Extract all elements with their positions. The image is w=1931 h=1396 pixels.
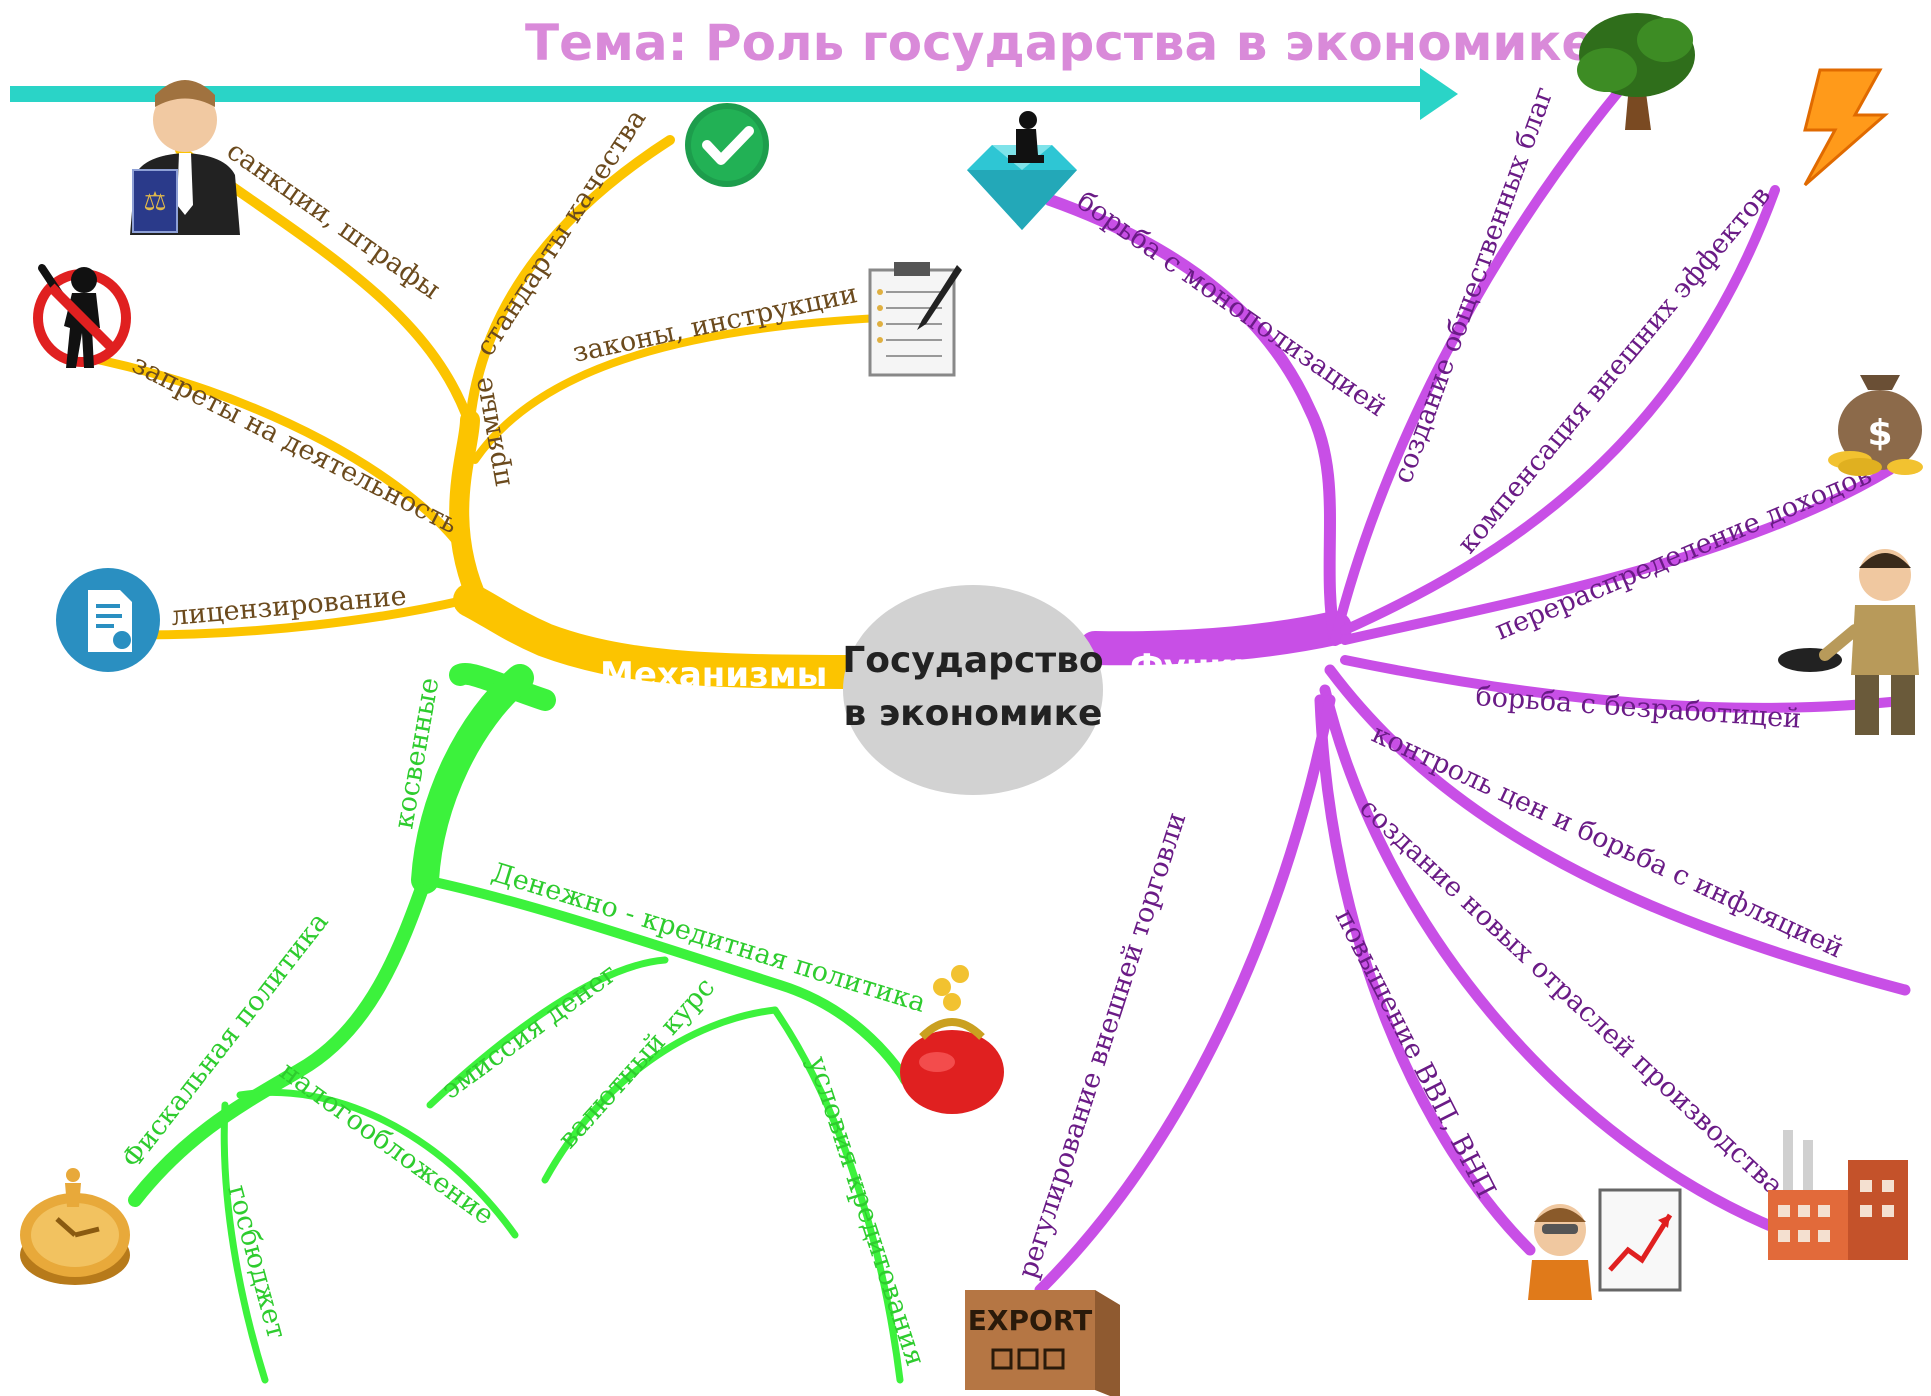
purse-icon bbox=[900, 965, 1004, 1114]
label-income-redistribution: перераспределение доходов bbox=[1491, 459, 1877, 646]
factory-icon bbox=[1768, 1130, 1908, 1260]
branch-functions bbox=[1034, 85, 1915, 1296]
label-public-goods: создание общественных благ bbox=[1387, 83, 1559, 487]
diamond-icon bbox=[967, 111, 1077, 230]
label-quality-standards: стандарты качества bbox=[470, 104, 652, 362]
mechanisms-label: Механизмы bbox=[600, 655, 827, 695]
label-price-control: контроль цен и борьба с инфляцией bbox=[1367, 718, 1848, 964]
tree-icon bbox=[1577, 13, 1695, 130]
label-budget: госбюджет bbox=[221, 1182, 292, 1342]
ban-icon bbox=[33, 264, 131, 368]
center-line-2: в экономике bbox=[844, 693, 1103, 734]
export-text: EXPORT bbox=[968, 1304, 1092, 1337]
label-foreign-trade: регулирование внешней торговли bbox=[1012, 809, 1192, 1283]
center-node: Государство в экономике bbox=[842, 585, 1104, 795]
label-bans: запреты на деятельность bbox=[127, 349, 463, 541]
label-new-industries: создание новых отраслей производства bbox=[1353, 792, 1789, 1202]
money-bag-icon: $ bbox=[1828, 375, 1923, 476]
branch-indirect-mechanisms bbox=[128, 663, 910, 1384]
clipboard-icon bbox=[868, 262, 962, 377]
judge-icon: ⚖ bbox=[130, 80, 240, 235]
lightning-icon bbox=[1803, 68, 1889, 187]
timeline-arrow bbox=[10, 68, 1458, 120]
label-sanctions: санкции, штрафы bbox=[221, 135, 446, 305]
checkmark-icon bbox=[685, 103, 769, 187]
beggar-icon bbox=[1778, 549, 1919, 735]
label-money-emission: эмиссия денег bbox=[436, 958, 623, 1106]
growth-chart-icon bbox=[1528, 1188, 1682, 1300]
dollar-sign: $ bbox=[1867, 413, 1892, 454]
license-document-icon bbox=[56, 568, 160, 672]
gold-clock-icon bbox=[20, 1168, 130, 1285]
label-gdp-growth: повышение ВВП, ВНП bbox=[1329, 904, 1502, 1203]
functions-label: Функции bbox=[1130, 647, 1305, 687]
export-box-icon: EXPORT bbox=[965, 1290, 1120, 1396]
label-credit-terms: условия кредитования bbox=[801, 1053, 930, 1370]
label-unemployment: борьба с безработицей bbox=[1475, 681, 1803, 735]
center-line-1: Государство bbox=[842, 640, 1103, 681]
svg-text:⚖: ⚖ bbox=[143, 187, 166, 217]
page-title: Тема: Роль государства в экономике bbox=[525, 14, 1595, 72]
label-anti-monopoly: борьба с монополизацией bbox=[1071, 185, 1392, 423]
